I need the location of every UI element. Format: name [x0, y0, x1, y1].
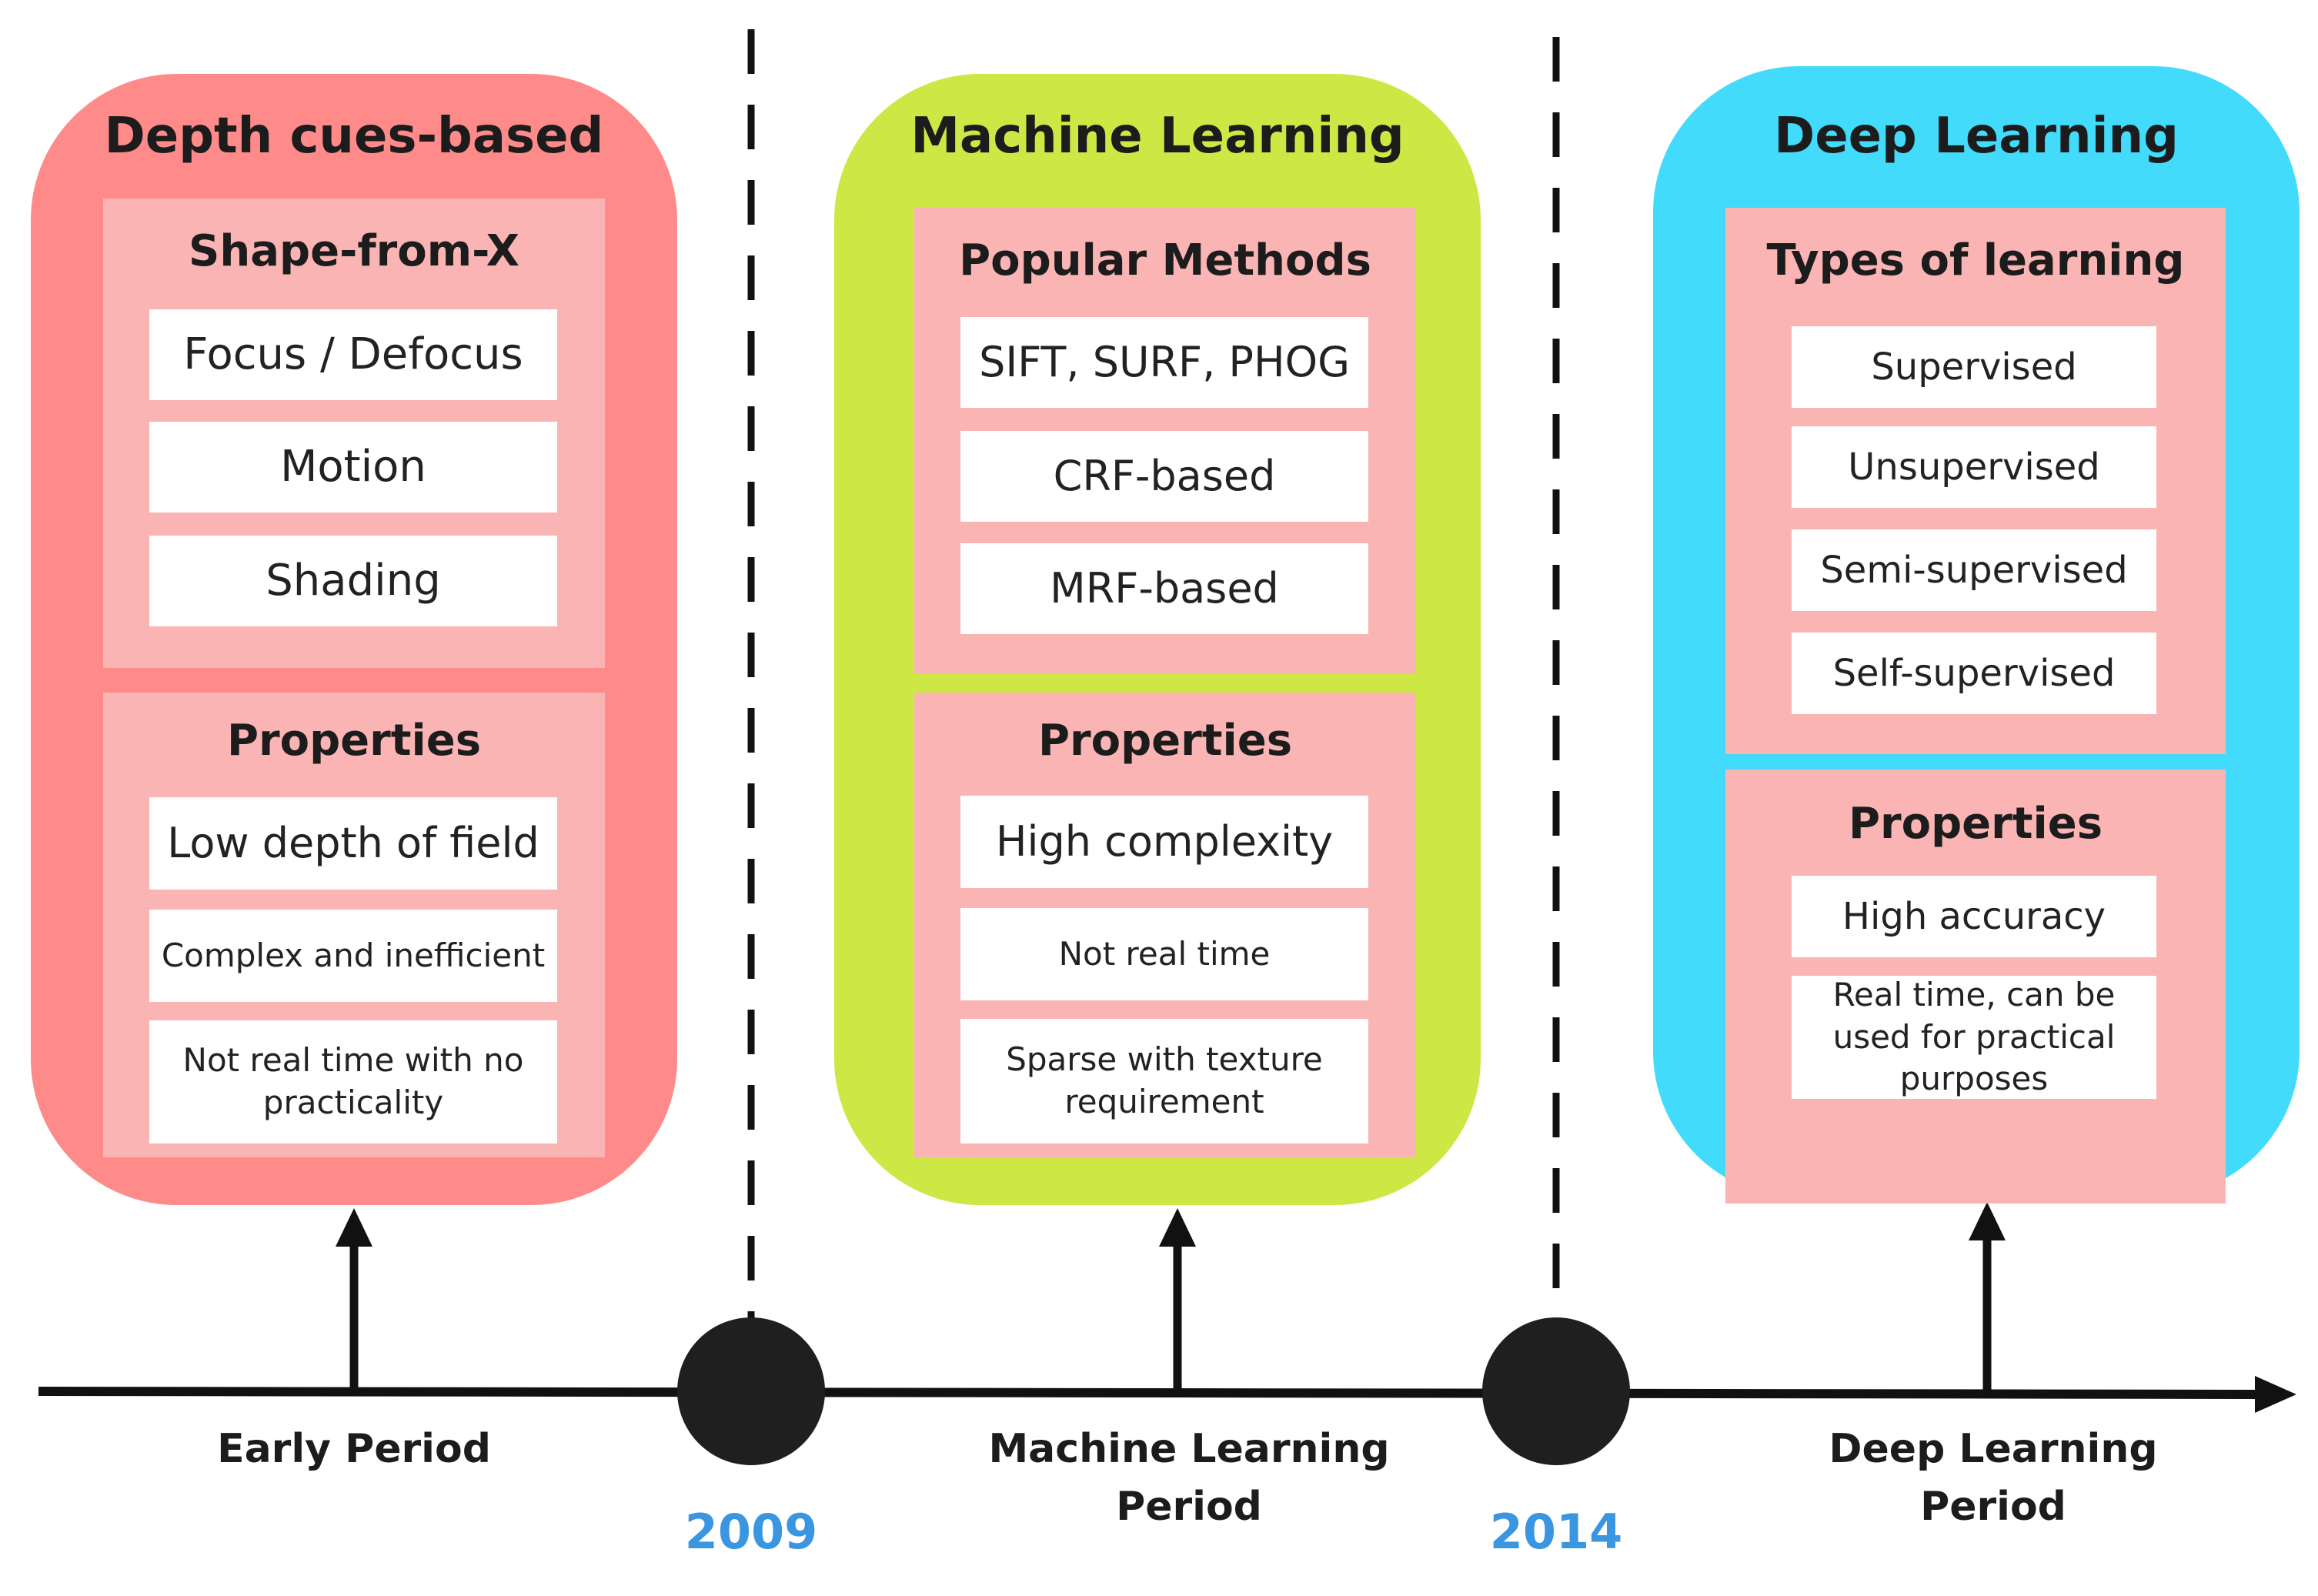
group-title: Properties	[226, 716, 482, 766]
timeline-axis	[38, 1387, 2271, 1399]
period-label-early: Early Period	[217, 1426, 491, 1472]
list-item: Semi-supervised	[1792, 529, 2156, 611]
list-item: High accuracy	[1792, 876, 2156, 957]
milestone-year-2009: 2009	[684, 1504, 818, 1560]
milestone-dot-2014	[1482, 1317, 1630, 1465]
group-title: Popular Methods	[959, 235, 1371, 285]
column-title: Depth cues-based	[104, 108, 604, 165]
group-types-of-learning: Types of learning Supervised Unsupervise…	[1725, 208, 2226, 754]
group-title: Properties	[1037, 716, 1293, 766]
group-properties: Properties High complexity Not real time…	[914, 693, 1416, 1157]
column-depth-cues: Depth cues-based Shape-from-X Focus / De…	[31, 74, 677, 1205]
period-label-machine-learning: Machine Learning Period	[988, 1426, 1390, 1531]
list-item: High complexity	[960, 796, 1368, 888]
list-item: Supervised	[1792, 326, 2156, 408]
column-deep-learning: Deep Learning Types of learning Supervis…	[1653, 66, 2300, 1204]
arrow-up-icon	[336, 1208, 372, 1247]
timeline-arrowhead-icon	[2255, 1376, 2296, 1413]
column-machine-learning: Machine Learning Popular Methods SIFT, S…	[834, 74, 1481, 1205]
milestone-dot-2009	[677, 1317, 825, 1465]
column-title: Deep Learning	[1774, 108, 2179, 165]
list-item: Not real time with no practicality	[149, 1020, 557, 1144]
list-item: Complex and inefficient	[149, 910, 557, 1002]
group-shape-from-x: Shape-from-X Focus / Defocus Motion Shad…	[103, 199, 605, 668]
arrow-up-icon	[1969, 1202, 2006, 1240]
group-title: Shape-from-X	[189, 226, 519, 276]
arrow-up-icon	[1159, 1208, 1196, 1247]
list-item: CRF-based	[960, 431, 1368, 522]
list-item: Focus / Defocus	[149, 309, 557, 400]
column-title: Machine Learning	[910, 108, 1404, 165]
group-title: Types of learning	[1766, 235, 2185, 285]
list-item: SIFT, SURF, PHOG	[960, 317, 1368, 408]
list-item: Sparse with texture requirement	[960, 1019, 1368, 1144]
list-item: MRF-based	[960, 543, 1368, 634]
group-title: Properties	[1848, 799, 2103, 849]
list-item: Real time, can be used for practical pur…	[1792, 976, 2156, 1099]
list-item: Not real time	[960, 908, 1368, 1000]
group-properties: Properties Low depth of field Complex an…	[103, 693, 605, 1157]
list-item: Low depth of field	[149, 797, 557, 890]
group-popular-methods: Popular Methods SIFT, SURF, PHOG CRF-bas…	[914, 208, 1416, 674]
period-label-deep-learning: Deep Learning Period	[1829, 1426, 2158, 1531]
group-properties: Properties High accuracy Real time, can …	[1725, 770, 2226, 1204]
list-item: Shading	[149, 536, 557, 626]
milestone-year-2014: 2014	[1489, 1504, 1623, 1560]
list-item: Self-supervised	[1792, 633, 2156, 714]
list-item: Unsupervised	[1792, 426, 2156, 508]
list-item: Motion	[149, 422, 557, 513]
